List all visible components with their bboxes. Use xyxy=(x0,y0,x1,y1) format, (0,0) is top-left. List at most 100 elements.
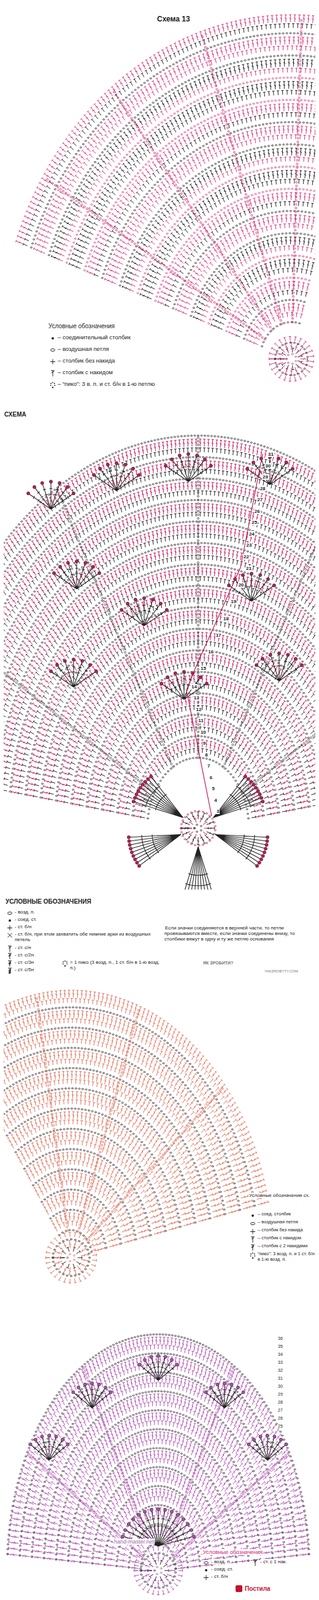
stitch-row xyxy=(46,1232,97,1284)
row-number: 36 xyxy=(277,1336,284,1341)
legend-text: – столбик без накида xyxy=(257,1227,304,1234)
label-box: 5 xyxy=(211,785,216,792)
stitch-row xyxy=(3,546,316,791)
chain-row xyxy=(3,1047,227,1215)
symbol-stroke xyxy=(7,925,13,931)
legend-symbol xyxy=(249,1252,257,1259)
legend-symbol xyxy=(202,1574,210,1581)
legend-symbol xyxy=(249,1212,257,1219)
legend-text: “пико”: 3 возд. п. и 1 ст. б/н в 1-ю воз… xyxy=(257,1251,317,1262)
symbol-stroke xyxy=(251,1214,254,1218)
label-box: YAKZROBYTY.COM xyxy=(263,969,299,974)
legend-row: - ст. с/5н xyxy=(6,966,59,975)
legend-row: - ст. с/3н xyxy=(6,959,59,967)
legend-text: - ст. с/2н xyxy=(14,952,34,958)
legend-symbol xyxy=(61,960,69,967)
symbol-stroke xyxy=(53,382,56,385)
stitch-row xyxy=(3,460,316,779)
chart-text: Схема 13 xyxy=(156,14,191,24)
stitch-row xyxy=(26,589,316,797)
chart-text: Постила xyxy=(244,1585,272,1592)
stitch-row xyxy=(3,1071,210,1221)
label-box: 30 xyxy=(265,463,272,469)
chain-row xyxy=(3,1067,212,1219)
row-number: 26 xyxy=(253,508,261,515)
stitch-row xyxy=(17,576,316,795)
symbol-stroke xyxy=(53,384,56,386)
symbol-stroke xyxy=(250,1255,252,1257)
chain-row xyxy=(6,1333,311,1555)
symbol-stroke xyxy=(7,960,12,967)
legend-row: - ст. с/2н xyxy=(6,952,59,960)
stitch-row xyxy=(58,68,316,262)
symbol-stroke xyxy=(8,919,12,923)
legend-text: - ст. б/н xyxy=(14,923,32,930)
chain-row xyxy=(79,1447,238,1563)
legend-row: - возд. п. xyxy=(202,1558,249,1567)
symbol-stroke xyxy=(252,1252,254,1254)
stitch-row xyxy=(3,533,316,789)
label-box: Условные обозначения xyxy=(202,1548,264,1556)
row-number: 8 xyxy=(204,752,208,758)
symbol-stroke xyxy=(8,947,12,949)
label-box: 27 xyxy=(256,496,264,503)
symbol-stroke xyxy=(66,963,68,965)
chain-row xyxy=(3,1026,242,1211)
legend-symbol xyxy=(49,334,57,342)
label-box: Схема 13 xyxy=(156,14,191,24)
row-number: 25 xyxy=(277,1423,284,1429)
spoke-chain xyxy=(56,488,174,769)
legend-row: = 1 пико (3 возд. п., 1 ст. б/н в 1-ю во… xyxy=(61,959,163,971)
chart-section xyxy=(6,1333,311,1595)
stitch-row xyxy=(7,1336,310,1556)
stitch-row xyxy=(41,611,316,800)
stitch-row xyxy=(31,1374,285,1559)
chart-text: СХЕМА xyxy=(3,411,27,418)
label-box: 28 xyxy=(277,1399,284,1405)
row-number: 18 xyxy=(222,615,230,622)
shell-tops xyxy=(120,1507,196,1538)
shell-tops xyxy=(255,651,304,667)
row-number: 14 xyxy=(190,684,198,690)
chain-row xyxy=(30,32,316,249)
stitch-row xyxy=(3,512,316,786)
row-number: 22 xyxy=(242,553,250,560)
row-number: 30 xyxy=(277,1383,284,1389)
label-box: СХЕМА xyxy=(3,411,27,419)
chain-row xyxy=(32,1168,138,1240)
row-number: 29 xyxy=(261,474,269,480)
legend-symbol xyxy=(202,1559,210,1567)
legend-row: – столбик без накида xyxy=(249,1227,317,1235)
symbol-stroke xyxy=(52,386,54,388)
stitch-row xyxy=(141,1553,175,1588)
label-box: 25 xyxy=(250,519,258,526)
shell-tops xyxy=(160,669,209,685)
legend-text: - ст. с/5н xyxy=(14,966,34,973)
label-box: 21 xyxy=(245,565,253,572)
stitch-row xyxy=(60,1247,83,1269)
row-number: 12 xyxy=(195,706,202,713)
legend-text: – столбик с накидом xyxy=(57,369,113,377)
chain-row xyxy=(55,628,316,802)
row-number: 31 xyxy=(267,451,275,458)
stitch-row xyxy=(3,1059,218,1218)
shell-tops xyxy=(164,452,213,467)
label-box: hand-master.net xyxy=(113,1538,155,1545)
label-box: 35 xyxy=(277,1344,284,1350)
row-number: 31 xyxy=(277,1375,284,1381)
legend-symbol xyxy=(49,358,57,366)
shell-stitches xyxy=(133,776,184,818)
chart-text: Если значки соединяются в верхней части,… xyxy=(164,925,295,942)
stitch-row xyxy=(11,568,316,794)
shell-tops xyxy=(247,1433,288,1446)
chain-row xyxy=(193,823,202,833)
legend-row: – столбик без накида xyxy=(49,357,234,366)
legend-row: – воздушная петля xyxy=(49,345,234,354)
symbol-stroke xyxy=(50,349,56,352)
label-box: 29 xyxy=(261,474,269,480)
row-guide xyxy=(186,453,263,816)
shell-stitches xyxy=(182,846,214,890)
stitch-row xyxy=(236,290,308,337)
legend-text: – “пико”: 3 в. п. и ст. б/н в 1-ю петлю xyxy=(57,380,155,388)
stitch-row xyxy=(63,641,316,804)
